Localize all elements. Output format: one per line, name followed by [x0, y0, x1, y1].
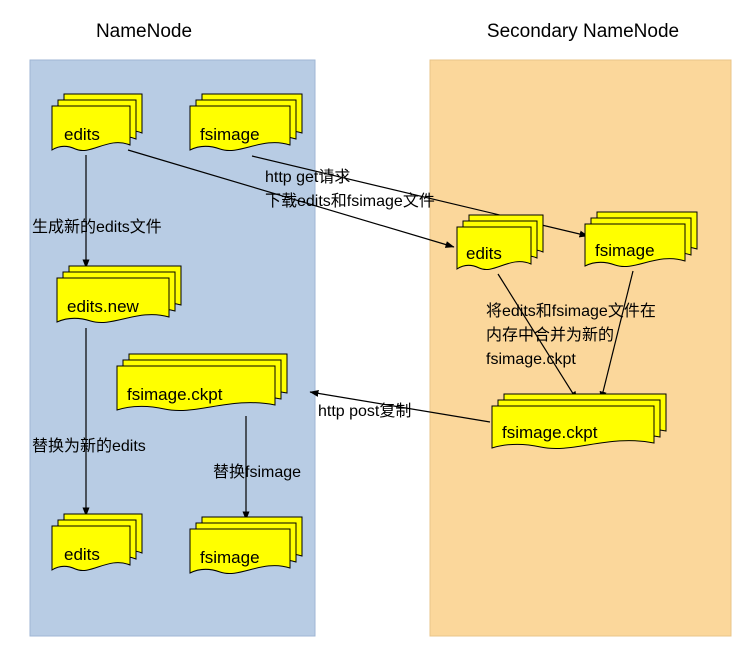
arrow-right-edits-to-ckpt: [497, 273, 578, 401]
label-http-post: http post复制: [318, 402, 411, 420]
doc-label-edits-bottom: edits: [64, 545, 100, 564]
document-sheet: [51, 105, 131, 151]
document-sheet: [189, 528, 291, 574]
doc-label-edits-new: edits.new: [67, 297, 140, 316]
doc-stack-edits-top: edits: [51, 93, 143, 151]
secondary-namenode-panel: [429, 59, 732, 637]
label-http-get-line2: 下载edits和fsimage文件: [265, 192, 435, 210]
label-merge-line3: fsimage.ckpt: [486, 351, 576, 368]
doc-stack-fsimage-right: fsimage: [584, 211, 698, 267]
label-http-get-line1: http get请求: [265, 168, 350, 186]
label-generate-new-edits: 生成新的edits文件: [32, 218, 162, 236]
secondary-namenode-title: Secondary NameNode: [487, 21, 679, 42]
label-merge-line2: 内存中合并为新的: [486, 326, 614, 344]
doc-stack-edits-new: edits.new: [56, 265, 182, 323]
doc-stack-fsimage-ckpt-right: fsimage.ckpt: [491, 393, 667, 449]
namenode-title: NameNode: [96, 21, 192, 42]
doc-stack-edits-bottom: edits: [51, 513, 143, 571]
doc-label-fsimage-right: fsimage: [595, 241, 655, 260]
doc-label-edits-top: edits: [64, 125, 100, 144]
doc-label-fsimage-bottom: fsimage: [200, 548, 260, 567]
document-sheet: [584, 223, 686, 267]
doc-label-fsimage-top: fsimage: [200, 125, 260, 144]
arrow-http-post-copy: [309, 389, 491, 423]
doc-stack-fsimage-bottom: fsimage: [189, 516, 303, 574]
doc-stack-fsimage-ckpt-left: fsimage.ckpt: [116, 353, 288, 411]
arrow-right-fsimage-to-ckpt: [599, 270, 634, 401]
doc-label-fsimage-ckpt-right: fsimage.ckpt: [502, 423, 598, 442]
arrow-edits-to-right-edits: [127, 149, 455, 248]
doc-stack-edits-right: edits: [456, 214, 544, 270]
label-replace-edits: 替换为新的edits: [32, 437, 146, 455]
doc-stack-fsimage-top: fsimage: [189, 93, 303, 151]
document-sheet: [116, 365, 276, 411]
label-replace-fsimage: 替换fsimage: [213, 463, 301, 481]
document-sheet: [456, 226, 532, 270]
label-merge-line1: 将edits和fsimage文件在: [486, 302, 656, 320]
document-sheet: [491, 405, 655, 449]
doc-label-fsimage-ckpt-left: fsimage.ckpt: [127, 385, 223, 404]
document-sheet: [51, 525, 131, 571]
doc-label-edits-right: edits: [466, 244, 502, 263]
document-sheet: [56, 277, 170, 323]
document-sheet: [189, 105, 291, 151]
